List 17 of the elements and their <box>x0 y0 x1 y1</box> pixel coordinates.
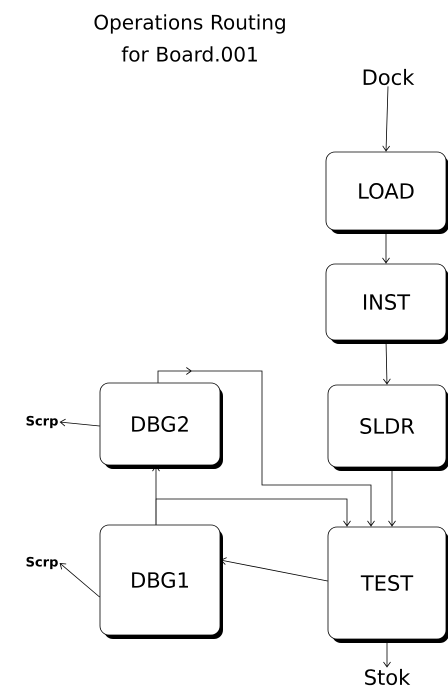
terminal-label: Scrp <box>26 416 58 428</box>
arrow <box>382 86 390 152</box>
arrow <box>156 498 351 527</box>
terminal-label: Dock <box>364 68 414 86</box>
process-box: LOAD <box>326 152 448 234</box>
process-box: DBG2 <box>100 382 223 469</box>
title: Operations Routing for Board.001 <box>94 14 285 62</box>
arrow <box>60 563 100 598</box>
process-box: TEST <box>328 526 448 643</box>
terminal-label: Scrp <box>26 556 58 570</box>
process-box: SLDR <box>328 384 448 471</box>
arrow <box>60 418 100 426</box>
process-box: INST <box>326 264 448 344</box>
arrow <box>158 367 375 527</box>
process-box: DBG1 <box>100 524 223 639</box>
arrow <box>220 557 328 582</box>
terminal-label: Stok <box>365 668 410 686</box>
